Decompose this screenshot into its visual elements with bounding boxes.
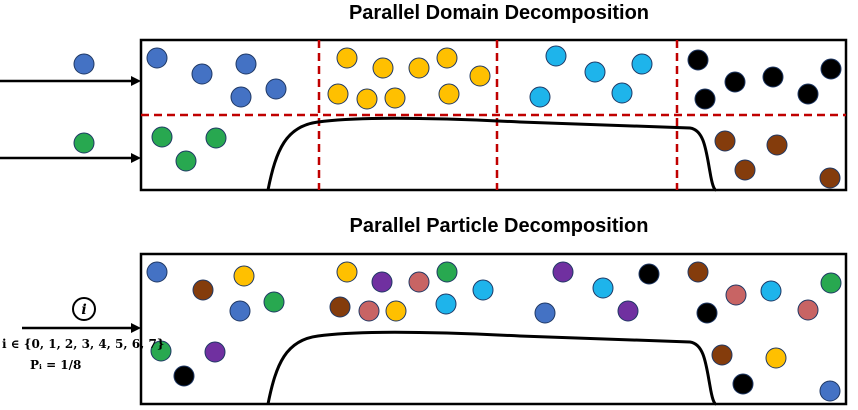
particle-cyan [545,45,567,67]
particle-green [175,150,197,172]
particle-yellow [356,88,378,110]
arrowhead-2 [131,153,141,163]
particle-yellow [408,57,430,79]
particle-yellow [384,87,406,109]
particle-brown [734,159,756,181]
particle-yellow [372,57,394,79]
particle-cyan [584,61,606,83]
particle-black [694,88,716,110]
particle-blue [191,63,213,85]
particle-yellow [765,347,787,369]
particle-red [725,284,747,306]
particle-blue [819,380,841,402]
particles [73,45,842,402]
particle-purple [371,271,393,293]
particle-blue [146,261,168,283]
particle-yellow [336,47,358,69]
particle-black [638,263,660,285]
particle-black [173,365,195,387]
particle-green [436,261,458,283]
particle-black [696,302,718,324]
particle-green [205,127,227,149]
particle-brown [766,134,788,156]
particle-yellow [327,83,349,105]
particle-black [687,49,709,71]
particle-green [73,132,95,154]
particle-cyan [529,86,551,108]
body-contour-top [266,116,717,192]
particle-brown [329,296,351,318]
particle-yellow [438,83,460,105]
particle-green [263,291,285,313]
particle-blue [235,53,257,75]
particle-green [150,340,172,362]
particle-black [797,83,819,105]
particle-black [724,71,746,93]
particle-cyan [631,53,653,75]
index-set: i ∈ {0, 1, 2, 3, 4, 5, 6, 7} [2,337,165,351]
selection-probability: Pᵢ = 1/8 [30,358,82,372]
particle-purple [552,261,574,283]
particle-domain-box [139,252,848,406]
particle-cyan [435,293,457,315]
particle-brown [711,344,733,366]
particle-blue [265,78,287,100]
processor-index-symbol: i [81,302,86,318]
particle-brown [192,279,214,301]
arrowhead-particle [131,323,141,333]
particle-blue [534,302,556,324]
domain-decomposition-title: Parallel Domain Decomposition [348,2,650,24]
particle-blue [229,300,251,322]
processor-index-icon [72,297,96,321]
particle-yellow [436,47,458,69]
particle-blue [73,53,95,75]
particle-cyan [611,82,633,104]
particle-green [151,126,173,148]
particle-black [820,58,842,80]
particle-blue [146,47,168,69]
particle-blue [230,86,252,108]
particle-yellow [469,65,491,87]
particle-purple [204,341,226,363]
particle-yellow [336,261,358,283]
particle-brown [819,167,841,189]
arrowhead-1 [131,76,141,86]
particle-green [820,272,842,294]
particle-brown [687,261,709,283]
particle-red [797,299,819,321]
particle-red [358,300,380,322]
particle-red [408,271,430,293]
particle-cyan [472,279,494,301]
particle-cyan [592,277,614,299]
particle-brown [714,130,736,152]
particle-yellow [233,265,255,287]
body-contour-bottom [266,330,717,406]
particle-black [732,373,754,395]
particle-decomposition-title: Parallel Particle Decomposition [349,215,649,237]
particle-cyan [760,280,782,302]
particle-black [762,66,784,88]
particle-purple [617,300,639,322]
particle-yellow [385,300,407,322]
